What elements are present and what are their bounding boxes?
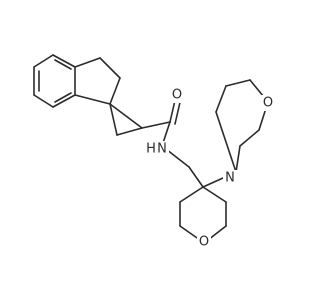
quaternary-carbon-bonds: [202, 177, 224, 188]
morpholine-ring: [215, 79, 269, 173]
morpholine-oxygen-label: O: [263, 96, 273, 111]
morpholine-nitrogen-label: N: [225, 171, 235, 186]
amide-hydrogen-label: H: [146, 142, 156, 157]
carbonyl-oxygen-label: O: [172, 88, 182, 103]
amide-nitrogen-label: N: [157, 142, 167, 157]
molecule-canvas: O N H N O O: [33, 54, 275, 250]
cyclopentane-ring: [74, 57, 121, 105]
oxane-oxygen-label: O: [199, 235, 209, 250]
cyclopropane-ring: [109, 103, 143, 136]
oxane-ring: [179, 186, 227, 241]
atom-labels: O N H N O O: [146, 87, 275, 250]
benzene-ring: [33, 54, 76, 108]
molecule-structure: O N H N O O: [33, 54, 275, 250]
